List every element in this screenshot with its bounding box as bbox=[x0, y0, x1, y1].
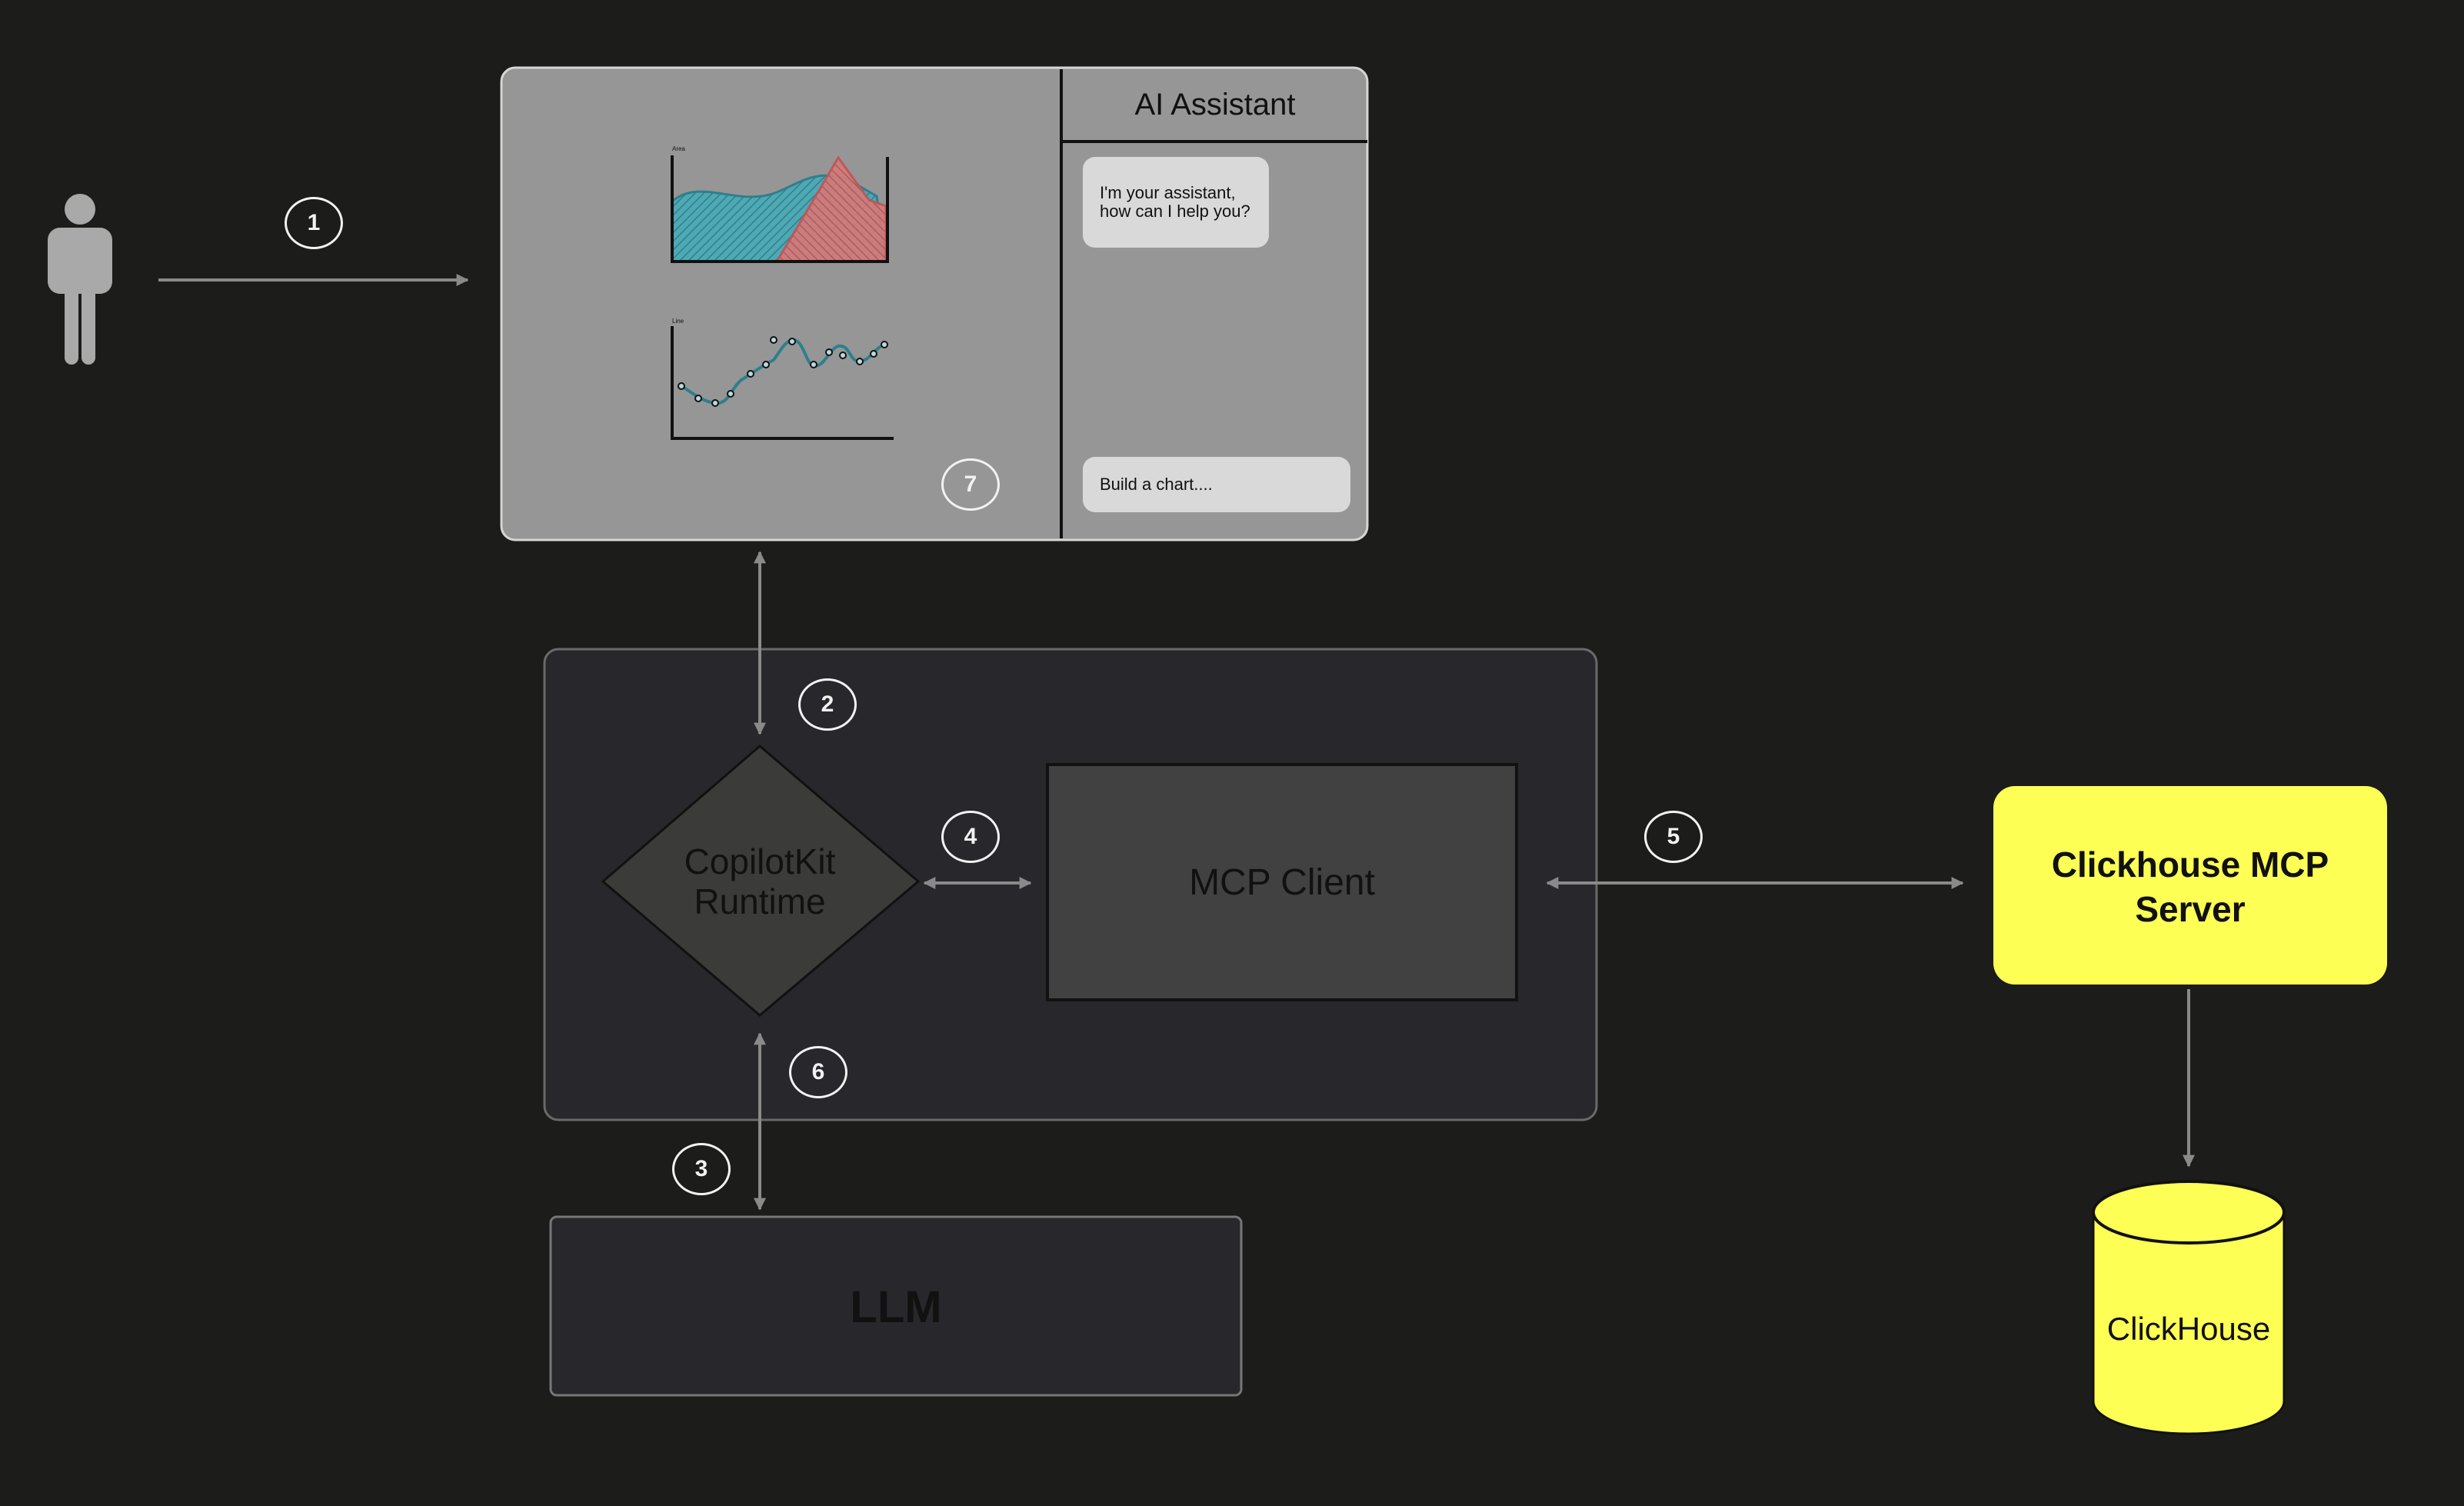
step-badge-4: 4 bbox=[941, 811, 1000, 863]
line-chart-title: Line bbox=[672, 318, 684, 325]
step-badge-2: 2 bbox=[798, 678, 857, 731]
llm-node bbox=[549, 1215, 1243, 1397]
step-badge-5: 5 bbox=[1644, 811, 1703, 863]
area-chart-icon bbox=[671, 155, 889, 263]
person-icon bbox=[48, 194, 112, 365]
llm-label: LLM bbox=[850, 1281, 942, 1332]
mcp-client-label: MCP Client bbox=[1189, 861, 1375, 903]
step-badge-3: 3 bbox=[672, 1143, 731, 1195]
clickhouse-mcp-server-label: Clickhouse MCP Server bbox=[2051, 845, 2329, 929]
step-badge-7: 7 bbox=[941, 458, 1000, 511]
clickhouse-db-label: ClickHouse bbox=[2106, 1311, 2271, 1347]
chat-input[interactable]: Build a chart.... bbox=[1083, 457, 1350, 512]
flow-arrows bbox=[158, 274, 2195, 1211]
database-icon bbox=[2092, 1180, 2286, 1435]
step-badge-6: 6 bbox=[789, 1046, 847, 1098]
copilotkit-runtime-label: CopilotKit Runtime bbox=[684, 841, 836, 921]
line-chart-axes bbox=[671, 326, 894, 440]
chat-title: AI Assistant bbox=[1134, 87, 1296, 122]
area-chart-title: Area bbox=[672, 145, 685, 152]
step-badge-1: 1 bbox=[285, 197, 343, 249]
area-chart-axes bbox=[671, 155, 889, 263]
line-series-points bbox=[678, 336, 888, 407]
mcp-client-node bbox=[1046, 763, 1518, 1001]
copilotkit-runtime-node bbox=[601, 745, 921, 1017]
line-chart-icon bbox=[671, 326, 894, 440]
assistant-message-bubble: I'm your assistant, how can I help you? bbox=[1083, 157, 1269, 248]
clickhouse-mcp-server-node bbox=[1993, 786, 2387, 985]
